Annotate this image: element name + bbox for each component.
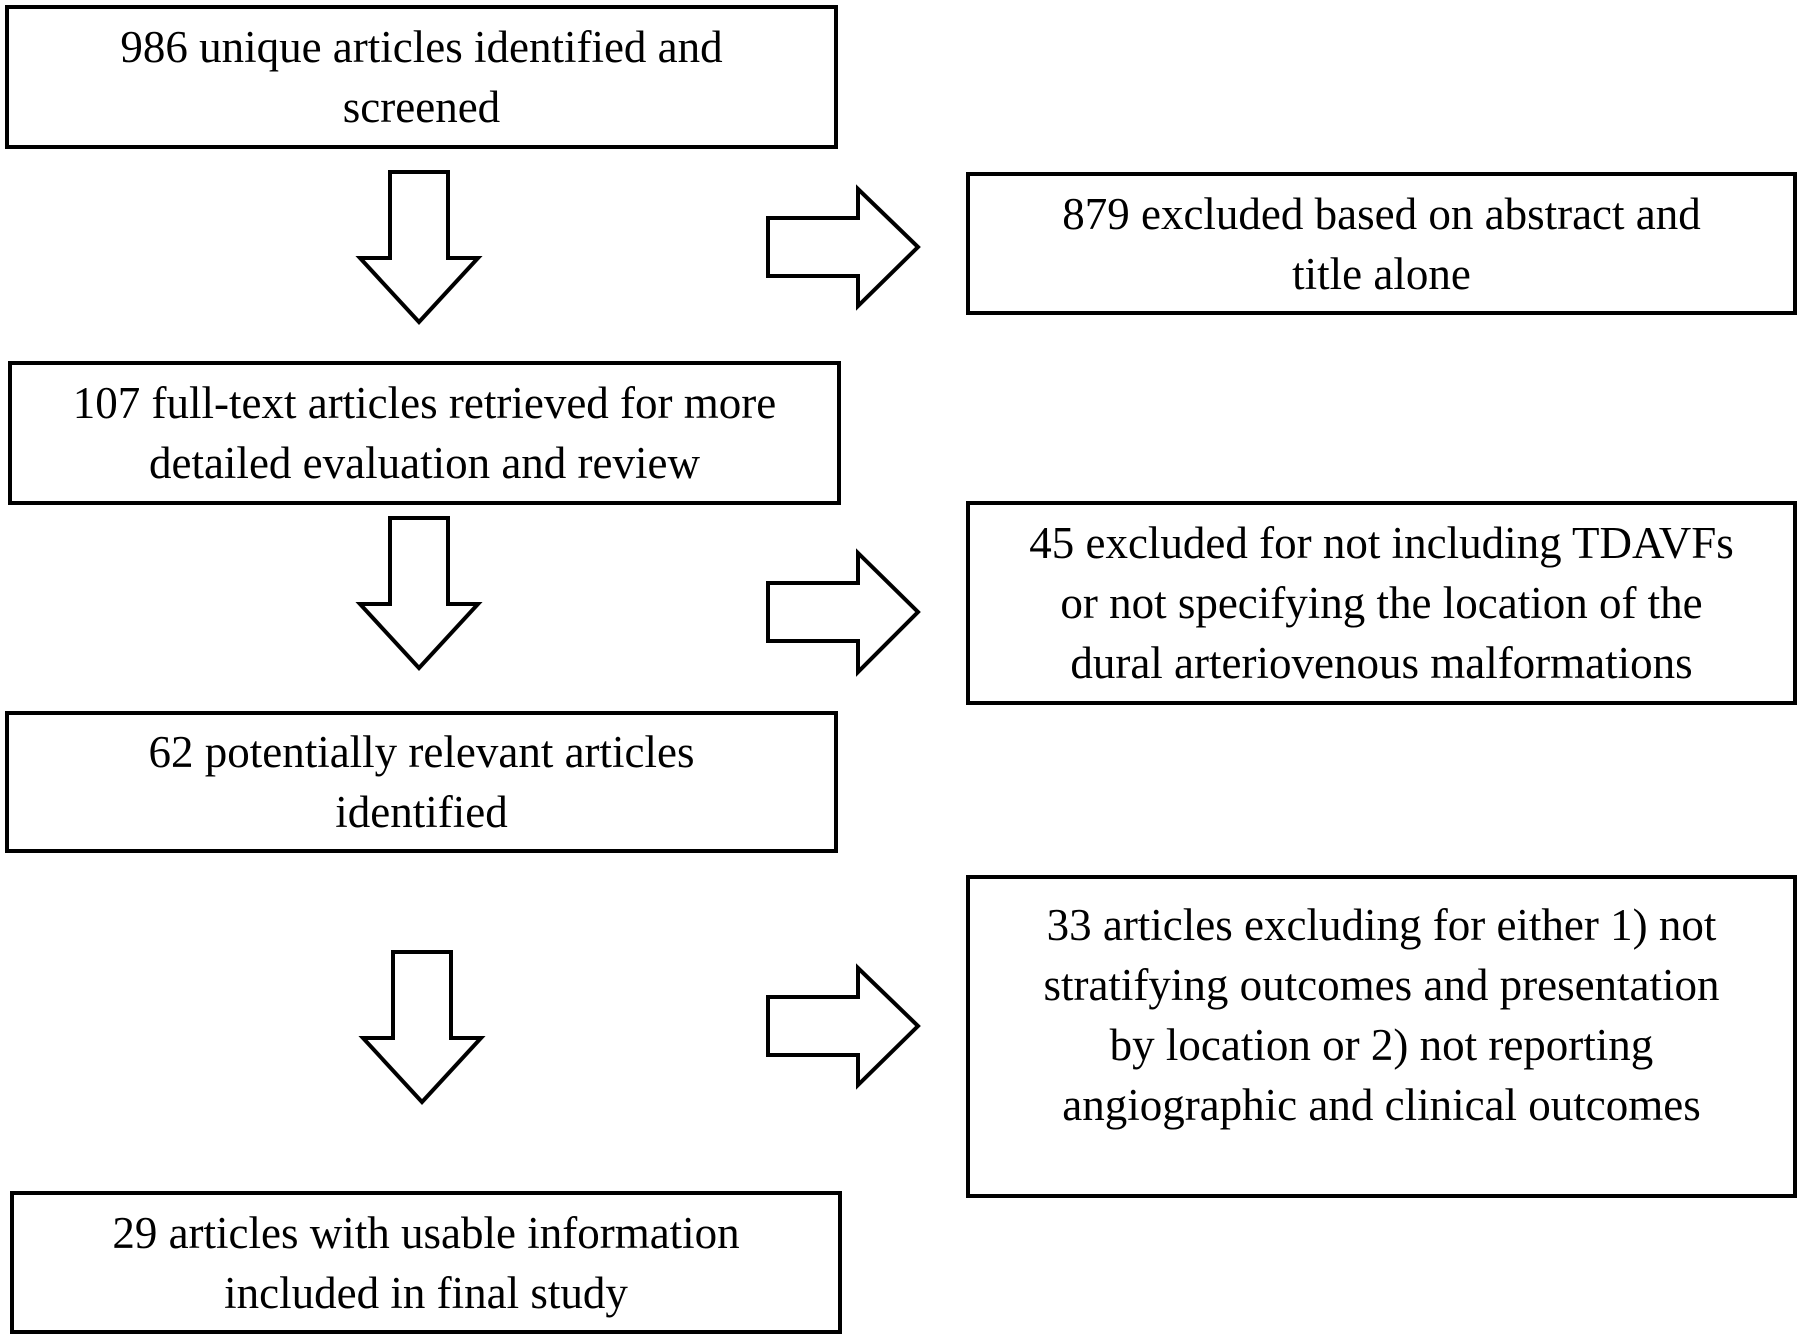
down-arrow-1 (355, 170, 483, 325)
right-arrow-2 (766, 548, 921, 677)
box-line: detailed evaluation and review (148, 438, 700, 488)
flow-box-potentially-relevant: 62 potentially relevant articles identif… (5, 711, 838, 853)
box-line: 107 full-text articles retrieved for mor… (72, 378, 777, 428)
box-line: dural arteriovenous malformations (1070, 638, 1693, 688)
box-line: included in final study (224, 1267, 628, 1318)
box-line: stratifying outcomes and presentation (1043, 960, 1720, 1010)
box-line: screened (342, 82, 501, 132)
flow-box-excluded-outcomes: 33 articles excluding for either 1) not … (966, 875, 1797, 1198)
box-line: 879 excluded based on abstract and (1062, 188, 1701, 239)
right-arrow-1 (766, 184, 921, 311)
box-line: angiographic and clinical outcomes (1062, 1080, 1701, 1130)
box-line: 986 unique articles identified and (120, 22, 723, 72)
box-line: identified (335, 787, 508, 837)
box-line: 62 potentially relevant articles (148, 727, 695, 777)
flow-box-included: 29 articles with usable information incl… (10, 1191, 842, 1334)
box-line: title alone (1292, 248, 1471, 299)
down-arrow-3 (358, 950, 486, 1105)
down-arrow-2 (355, 516, 483, 671)
flow-box-full-text: 107 full-text articles retrieved for mor… (8, 361, 841, 505)
box-line: by location or 2) not reporting (1109, 1020, 1654, 1070)
box-line: 45 excluded for not including TDAVFs (1029, 518, 1734, 568)
flow-box-excluded-abstract: 879 excluded based on abstract and title… (966, 172, 1797, 315)
box-line: or not specifying the location of the (1060, 578, 1703, 628)
flow-box-excluded-tdavf: 45 excluded for not including TDAVFs or … (966, 501, 1797, 705)
box-line: 33 articles excluding for either 1) not (1046, 900, 1717, 950)
flow-box-identified: 986 unique articles identified and scree… (5, 5, 838, 149)
box-line: 29 articles with usable information (112, 1207, 740, 1258)
right-arrow-3 (766, 963, 921, 1090)
